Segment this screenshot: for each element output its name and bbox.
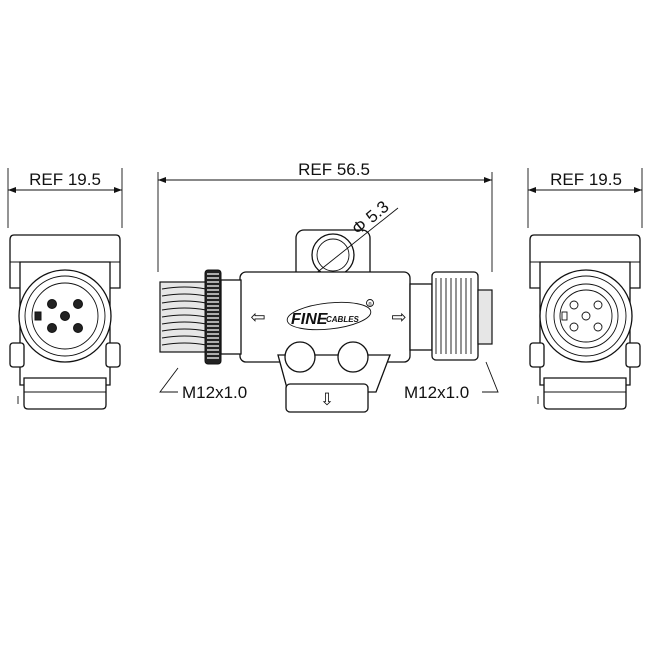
overall-length-dimension: REF 56.5 (298, 160, 370, 179)
right-female-connector (409, 271, 493, 361)
logo-main-text: FINE (291, 311, 329, 328)
left-width-dimension: REF 19.5 (29, 170, 101, 189)
registered-mark: ® (368, 301, 372, 308)
right-thread-label: M12x1.0 (404, 383, 469, 402)
fine-cables-logo: FINE CABLES ® (286, 299, 374, 331)
right-width-dimension: REF 19.5 (550, 170, 622, 189)
left-thread-label: M12x1.0 (182, 383, 247, 402)
right-arrow-icon: ⇨ (391, 307, 406, 327)
logo-sub-text: CABLES (326, 315, 360, 324)
left-end-view: REF 19.5 (7, 168, 123, 410)
front-view: REF 56.5 Φ 5.3 ⇦ ⇨ ⇩ FINE CABLES ® (157, 160, 499, 413)
left-arrow-icon: ⇦ (250, 307, 265, 327)
left-male-connector (159, 269, 242, 365)
down-arrow-icon: ⇩ (320, 390, 334, 409)
right-end-view: REF 19.5 (527, 168, 643, 410)
